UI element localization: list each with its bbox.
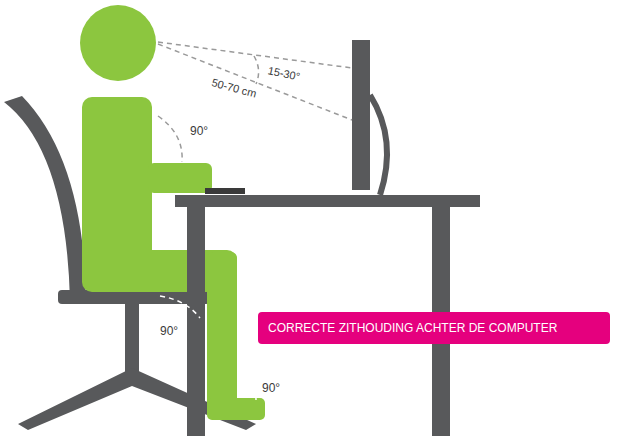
dimension-label: 15-30°: [267, 64, 301, 83]
title-band: CORRECTE ZITHOUDING ACHTER DE COMPUTER: [258, 312, 610, 344]
sight-line: [158, 44, 352, 120]
chair-post: [125, 304, 139, 374]
angle-arc: [160, 296, 200, 318]
desk-top: [175, 195, 480, 207]
person-head: [80, 5, 156, 81]
person-lower-leg: [207, 252, 237, 418]
chair-backrest: [4, 96, 86, 300]
angle-label: 90°: [160, 324, 178, 338]
angle-arc: [254, 56, 259, 84]
person-forearm: [148, 163, 212, 193]
angle-arc: [240, 376, 256, 400]
monitor-stand: [370, 95, 387, 195]
monitor-screen: [352, 40, 370, 190]
angle-label: 90°: [190, 124, 208, 138]
desk-leg: [187, 207, 205, 436]
band-text: CORRECTE ZITHOUDING ACHTER DE COMPUTER: [268, 320, 600, 336]
keyboard: [205, 188, 245, 194]
angle-label: 90°: [262, 381, 280, 395]
angle-arc: [158, 116, 182, 162]
person-foot: [207, 398, 265, 420]
